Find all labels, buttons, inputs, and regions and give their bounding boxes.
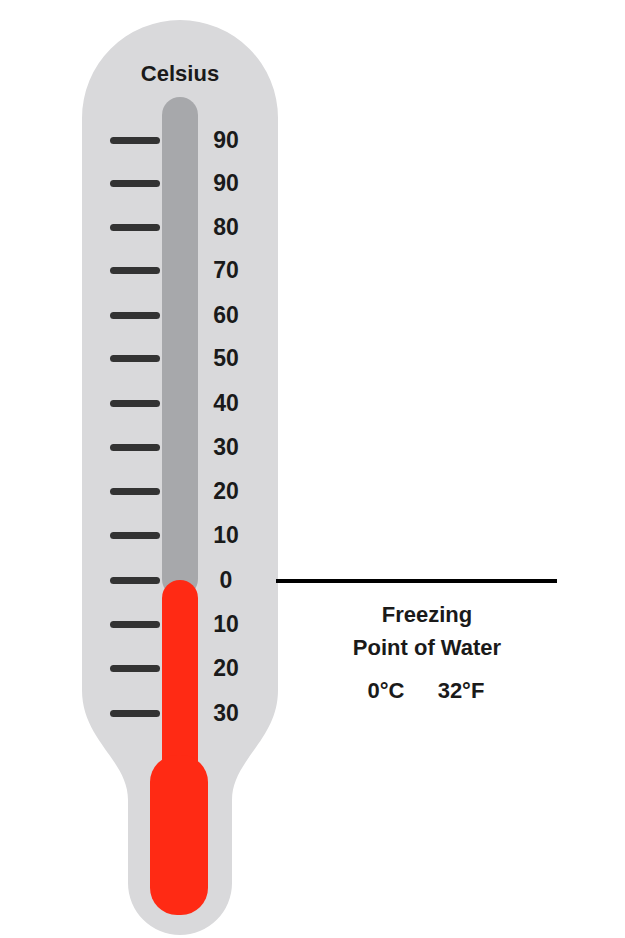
freezing-note: Freezing Point of Water (353, 598, 501, 664)
scale-number: 90 (213, 123, 239, 158)
scale-number: 0 (220, 563, 233, 598)
scale-number: 30 (213, 430, 239, 465)
tick-marks (110, 137, 160, 717)
celsius-value: 0°C (368, 674, 405, 707)
thermometer-tube (162, 97, 198, 597)
scale-number: 30 (213, 696, 239, 731)
scale-number: 60 (213, 298, 239, 333)
scale-number: 20 (213, 651, 239, 686)
scale-number: 90 (213, 166, 239, 201)
scale-number: 40 (213, 386, 239, 421)
freezing-line (276, 579, 557, 583)
fahrenheit-value: 32°F (438, 674, 485, 707)
scale-number: 20 (213, 474, 239, 509)
mercury-bulb (150, 755, 208, 915)
scale-number: 10 (213, 607, 239, 642)
scale-title: Celsius (141, 57, 219, 90)
scale-number: 80 (213, 210, 239, 245)
scale-number: 50 (213, 341, 239, 376)
scale-number: 10 (213, 518, 239, 553)
thermometer-body (82, 20, 278, 935)
scale-number: 70 (213, 253, 239, 288)
mercury-column (162, 580, 198, 780)
